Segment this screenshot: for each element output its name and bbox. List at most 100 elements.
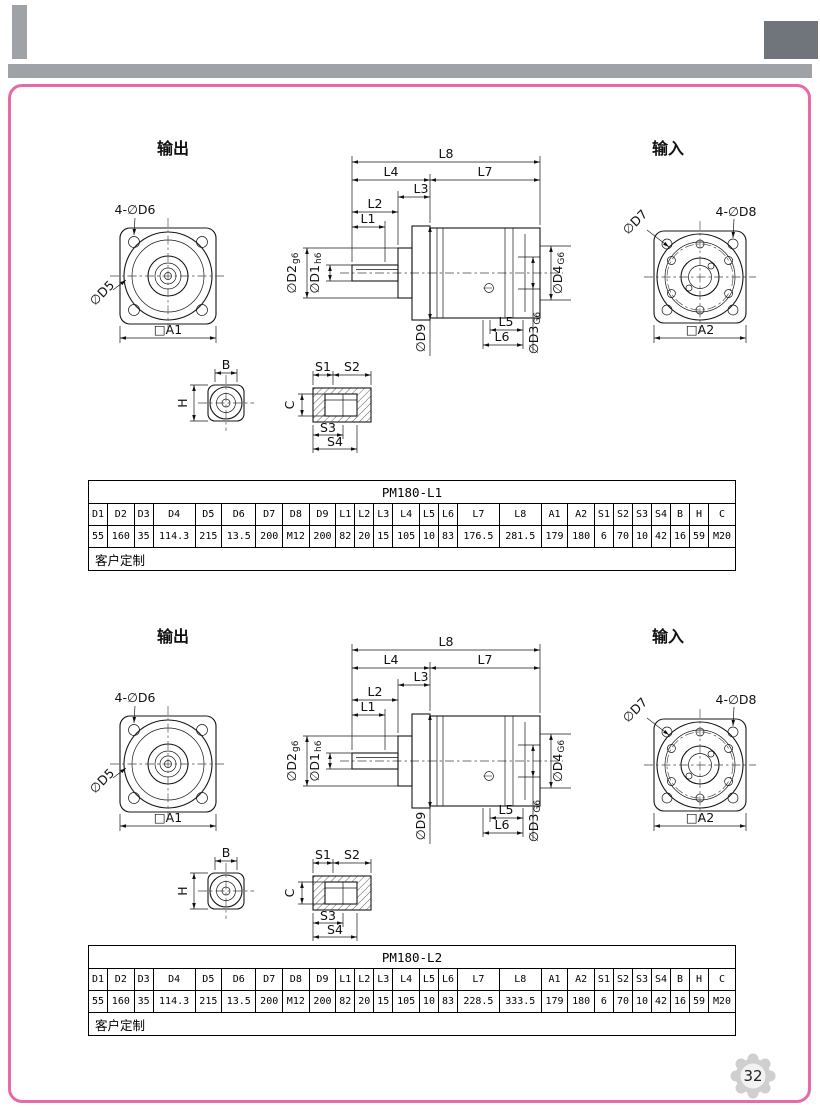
dimension-value: 42 — [650, 990, 672, 1013]
dimension-value: 180 — [567, 990, 595, 1013]
dimension-value: 13.5 — [221, 525, 257, 548]
dimension-value: 55 — [87, 990, 109, 1013]
top-horizontal-bar — [8, 64, 812, 78]
column-header: L5 — [418, 968, 439, 991]
column-header: D3 — [133, 503, 154, 526]
dimension-value: 200 — [255, 990, 284, 1013]
table-title: PM180-L1 — [88, 480, 736, 504]
dimension-value: 15 — [373, 990, 394, 1013]
column-header: D8 — [282, 503, 310, 526]
column-header: D2 — [107, 968, 135, 991]
dimension-value: 6 — [593, 525, 614, 548]
dimension-value: 20 — [354, 525, 375, 548]
dimension-value: 114.3 — [152, 990, 196, 1013]
dimension-value: 114.3 — [152, 525, 196, 548]
column-header: D6 — [221, 503, 257, 526]
dimension-value: 59 — [689, 990, 710, 1013]
table-footer: 客户定制 — [88, 547, 736, 571]
column-header: D3 — [133, 968, 154, 991]
dimension-value: 160 — [107, 525, 135, 548]
dimension-value: 333.5 — [498, 990, 542, 1013]
column-header: D5 — [194, 968, 223, 991]
column-header: H — [689, 503, 710, 526]
column-header: L8 — [498, 968, 542, 991]
dimension-value: 200 — [255, 525, 284, 548]
column-header: L2 — [354, 503, 375, 526]
dimension-value: M20 — [708, 525, 736, 548]
column-header: B — [669, 503, 691, 526]
dimension-value: 200 — [308, 990, 337, 1013]
column-header: D9 — [308, 968, 337, 991]
technical-drawing-pm180-l2 — [85, 618, 775, 948]
gear-center — [740, 1063, 766, 1089]
column-header: B — [669, 968, 691, 991]
dimension-value: 105 — [392, 990, 420, 1013]
dimension-value: 83 — [437, 990, 458, 1013]
table-footer-row: 客户定制 — [88, 547, 736, 571]
dimension-value: 179 — [540, 990, 569, 1013]
dimension-value: 215 — [194, 990, 223, 1013]
column-header: D2 — [107, 503, 135, 526]
column-header: D5 — [194, 503, 223, 526]
table-footer: 客户定制 — [88, 1012, 736, 1036]
column-header: C — [708, 968, 736, 991]
column-header: D4 — [152, 968, 196, 991]
column-header: L1 — [335, 968, 356, 991]
dimension-value: 215 — [194, 525, 223, 548]
column-header: L5 — [418, 503, 439, 526]
column-header: S2 — [612, 503, 633, 526]
column-header: L6 — [437, 968, 458, 991]
column-header: L8 — [498, 503, 542, 526]
column-header: S3 — [631, 503, 652, 526]
column-header: S1 — [593, 968, 614, 991]
column-header: D9 — [308, 503, 337, 526]
column-header: S1 — [593, 503, 614, 526]
dimension-value: 179 — [540, 525, 569, 548]
column-header: D7 — [255, 503, 284, 526]
dimension-value: 200 — [308, 525, 337, 548]
dimension-value: 16 — [669, 990, 691, 1013]
column-header: S3 — [631, 968, 652, 991]
column-header: L6 — [437, 503, 458, 526]
column-header: A1 — [540, 503, 569, 526]
table-title-row: PM180-L1 — [88, 480, 736, 504]
gearbox-drawing — [86, 627, 756, 941]
dimension-value: M12 — [282, 525, 310, 548]
technical-drawing-pm180-l1 — [85, 130, 775, 460]
dimension-value: 70 — [612, 990, 633, 1013]
column-header: S4 — [650, 968, 672, 991]
dimension-value: 160 — [107, 990, 135, 1013]
column-header: L3 — [373, 503, 394, 526]
dimension-value: 20 — [354, 990, 375, 1013]
column-header: L1 — [335, 503, 356, 526]
top-left-vertical-bar — [12, 5, 27, 59]
dimension-value: 59 — [689, 525, 710, 548]
column-header: L2 — [354, 968, 375, 991]
pink-page-frame — [8, 84, 811, 1103]
page-number-gear: 32 — [730, 1053, 776, 1099]
dimension-value: 176.5 — [456, 525, 500, 548]
dimension-value: 13.5 — [221, 990, 257, 1013]
page-number: 32 — [743, 1067, 762, 1085]
dimension-value: 10 — [418, 525, 439, 548]
column-header: D4 — [152, 503, 196, 526]
dimension-value: 10 — [418, 990, 439, 1013]
column-header: L7 — [456, 503, 500, 526]
column-header: D6 — [221, 968, 257, 991]
dimension-value: 281.5 — [498, 525, 542, 548]
column-header: D8 — [282, 968, 310, 991]
column-header: A1 — [540, 968, 569, 991]
dimension-value: 35 — [133, 525, 154, 548]
column-header: S4 — [650, 503, 672, 526]
dimension-value: M12 — [282, 990, 310, 1013]
dimension-value: 35 — [133, 990, 154, 1013]
dimension-value: 105 — [392, 525, 420, 548]
column-header: D1 — [87, 503, 109, 526]
